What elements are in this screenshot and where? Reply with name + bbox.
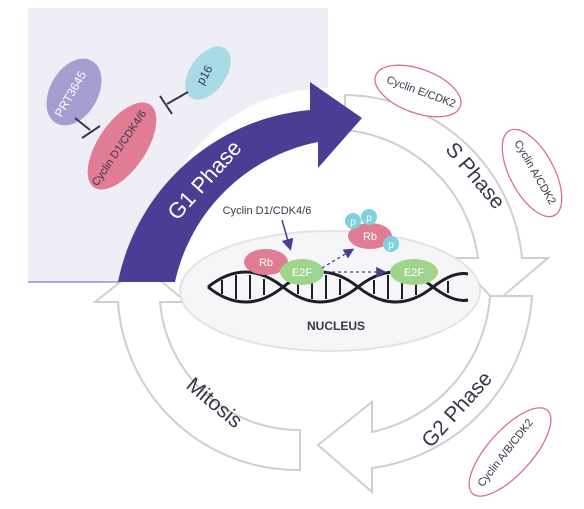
inhibition-lines (74, 91, 189, 139)
mitosis-arrow (92, 263, 301, 472)
rb-phosphorylated (348, 223, 392, 249)
phosphate-1 (345, 213, 361, 229)
nucleus-membrane (179, 230, 481, 352)
phosphate-1-label: p (350, 217, 356, 228)
phosphate-3-label: p (388, 240, 394, 251)
phosphate-3 (383, 236, 399, 252)
e2f-bound-label: E2F (292, 267, 312, 279)
phosphate-2-label: p (366, 213, 372, 224)
rb-bound-label: Rb (259, 257, 273, 269)
rb-phosphorylated-label: Rb (363, 231, 377, 243)
g2-phase-arrow (316, 295, 534, 495)
cyclin-d1-action-arrow (281, 219, 294, 251)
rb-bound (244, 249, 288, 275)
g1-background-panel (28, 8, 328, 282)
cycle-ring (92, 93, 551, 495)
phosphate-2 (361, 209, 377, 225)
cyclin-d1-nucleus-label: Cyclin D1/CDK4/6 (223, 205, 312, 217)
e2f-free-label: E2F (404, 267, 424, 279)
e2f-bound (280, 259, 324, 285)
prt3645-bubble: PRT3645 (46, 58, 102, 126)
p16-bubble: p16 (185, 46, 231, 100)
g1-phase-arrow (118, 82, 362, 282)
cyclin-e-bubble: Cyclin E/CDK2 (374, 64, 462, 118)
nucleus: NUCLEUS Rb E2F (179, 205, 481, 352)
e2f-free (390, 259, 438, 285)
nucleus-label: NUCLEUS (307, 319, 365, 333)
